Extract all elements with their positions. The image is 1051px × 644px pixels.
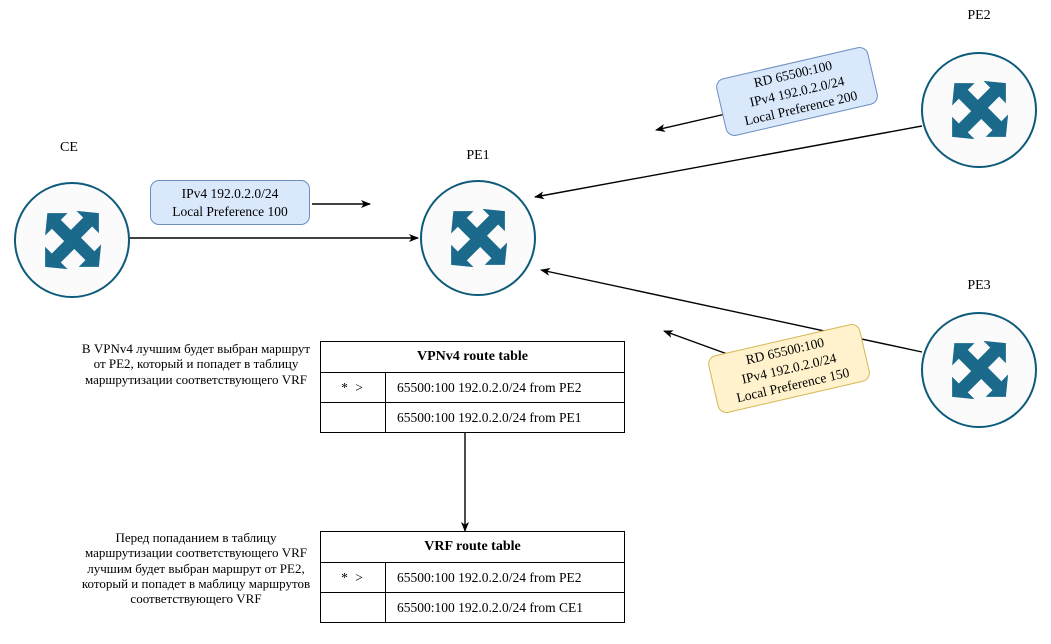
- vrf-row-0-flag: * >: [320, 562, 386, 593]
- node-label-ce: CE: [60, 140, 78, 155]
- table-row[interactable]: 65500:100 192.0.2.0/24 from CE1: [320, 592, 625, 623]
- router-arrows-icon: [952, 80, 1009, 140]
- callout-ce-update: IPv4 192.0.2.0/24 Local Preference 100: [150, 180, 310, 225]
- router-arrows-icon: [952, 340, 1009, 400]
- edge-pe2-to-pe1: [534, 125, 923, 200]
- table-row[interactable]: 65500:100 192.0.2.0/24 from PE1: [320, 402, 625, 433]
- edge-pe3-to-pe1: [540, 267, 923, 353]
- node-label-pe3: PE3: [967, 278, 991, 293]
- router-arrows-icon: [451, 208, 508, 268]
- router-pe3[interactable]: [921, 312, 1037, 428]
- edge-pe3-callout-pointer: [663, 330, 731, 356]
- table-row[interactable]: * > 65500:100 192.0.2.0/24 from PE2: [320, 372, 625, 403]
- vrf-row-0-route: 65500:100 192.0.2.0/24 from PE2: [385, 562, 625, 593]
- node-label-pe2: PE2: [967, 8, 991, 23]
- router-ce[interactable]: [14, 182, 130, 298]
- vpnv4-row-1-route: 65500:100 192.0.2.0/24 from PE1: [385, 402, 625, 433]
- edge-pe2-callout-pointer: [655, 112, 731, 132]
- router-arrows-icon: [45, 210, 102, 270]
- callout-ce-line-2: Local Preference 100: [172, 203, 288, 219]
- vpnv4-row-1-flag: [320, 402, 386, 433]
- vrf-route-table: VRF route table * > 65500:100 192.0.2.0/…: [320, 531, 625, 623]
- vrf-table-title: VRF route table: [320, 531, 625, 563]
- vpnv4-table-title: VPNv4 route table: [320, 341, 625, 373]
- vrf-row-1-route: 65500:100 192.0.2.0/24 from CE1: [385, 592, 625, 623]
- callout-pe3-update: RD 65500:100 IPv4 192.0.2.0/24 Local Pre…: [706, 322, 872, 415]
- table-header-row: VRF route table: [320, 531, 625, 563]
- node-label-pe1: PE1: [466, 148, 490, 163]
- router-pe1[interactable]: [420, 180, 536, 296]
- table-row[interactable]: * > 65500:100 192.0.2.0/24 from PE2: [320, 562, 625, 593]
- callout-pe2-update: RD 65500:100 IPv4 192.0.2.0/24 Local Pre…: [714, 45, 880, 138]
- vpnv4-row-0-flag: * >: [320, 372, 386, 403]
- vpnv4-row-0-route: 65500:100 192.0.2.0/24 from PE2: [385, 372, 625, 403]
- table-header-row: VPNv4 route table: [320, 341, 625, 373]
- note-vrf-selection: Перед попаданием в таблицу маршрутизации…: [81, 530, 311, 607]
- vpnv4-route-table: VPNv4 route table * > 65500:100 192.0.2.…: [320, 341, 625, 433]
- vrf-row-1-flag: [320, 592, 386, 623]
- callout-ce-line-1: IPv4 192.0.2.0/24: [181, 185, 279, 201]
- router-pe2[interactable]: [921, 52, 1037, 168]
- note-vpnv4-selection: В VPNv4 лучшим будет выбран маршрут от P…: [81, 341, 311, 387]
